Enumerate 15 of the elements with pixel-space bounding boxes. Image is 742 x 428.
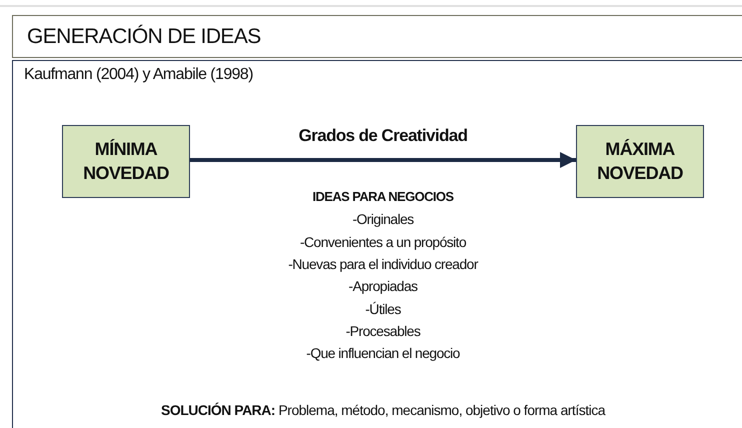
list-item: -Nuevas para el individuo creador <box>287 256 480 272</box>
list-item: -Originales <box>351 211 415 228</box>
process-box: MÁXIMA NOVEDAD <box>576 125 704 198</box>
list-heading: IDEAS PARA NEGOCIOS <box>311 189 454 204</box>
title: GENERACIÓN DE IDEAS <box>27 25 261 49</box>
arrow <box>190 152 576 168</box>
process-box: MÍNIMA NOVEDAD <box>62 125 190 198</box>
list-item: -Útiles <box>364 300 402 316</box>
list-item: -Apropiadas <box>348 278 418 294</box>
citation: Kaufmann (2004) y Amabile (1998) <box>24 66 253 84</box>
list-item: -Convenientes a un propósito <box>298 234 468 250</box>
list-item: -Que influencian el negocio <box>305 345 461 362</box>
note: SOLUCIÓN PARA: Problema, método, mecanismo, objetivo o forma artística <box>160 402 606 418</box>
edge-label: Grados de Creatividad <box>298 126 468 146</box>
list-item: -Procesables <box>344 322 422 339</box>
